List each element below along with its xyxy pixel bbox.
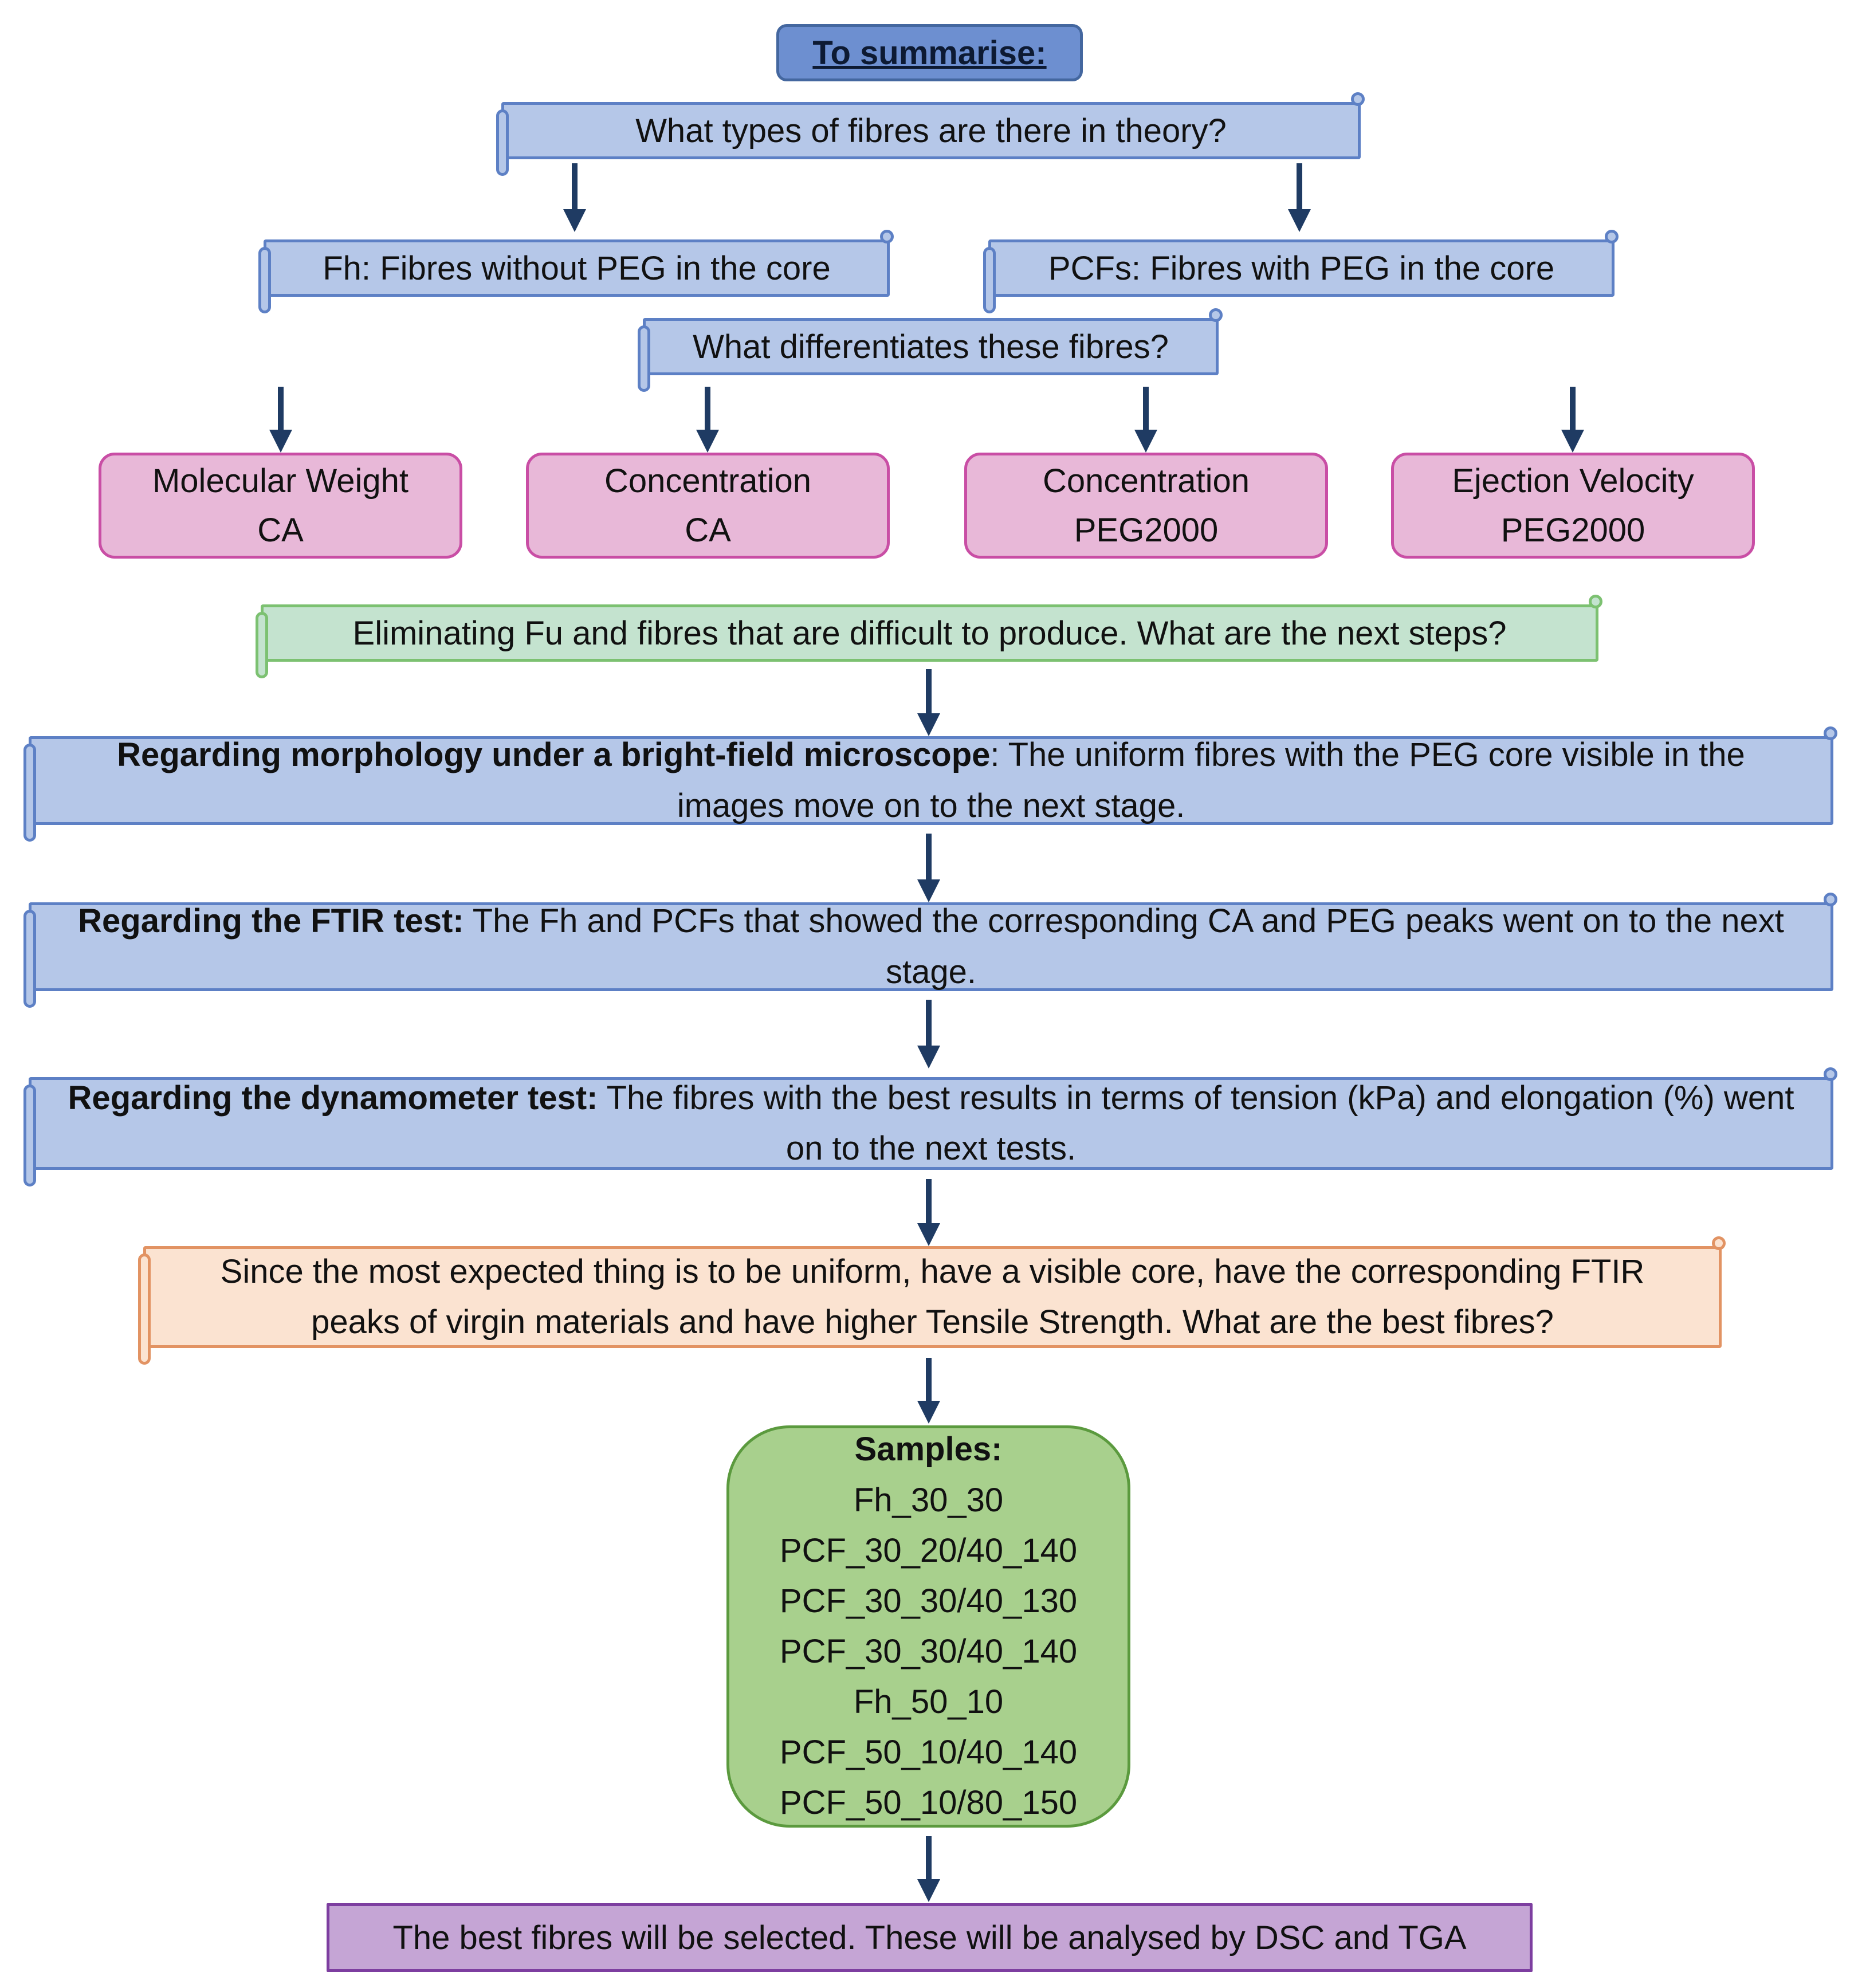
scroll-curl-left bbox=[496, 109, 509, 176]
scroll-curl-left bbox=[983, 247, 996, 313]
final-box: The best fibres will be selected. These … bbox=[327, 1903, 1533, 1972]
ftir-rest: The Fh and PCFs that showed the correspo… bbox=[463, 902, 1784, 991]
morphology-rest: : The uniform fibres with the PEG core v… bbox=[677, 736, 1745, 824]
sample-item: PCF_30_20/40_140 bbox=[779, 1531, 1078, 1569]
scroll-curl-left bbox=[138, 1254, 151, 1365]
ftir-scroll: Regarding the FTIR test: The Fh and PCFs… bbox=[23, 893, 1837, 1008]
factor-line1: Concentration bbox=[1042, 462, 1250, 500]
question-diff-scroll: What differentiates these fibres? bbox=[638, 308, 1223, 392]
sample-item: PCF_50_10/80_150 bbox=[779, 1784, 1078, 1822]
factor-molecular-weight: Molecular Weight CA bbox=[99, 453, 462, 559]
pcf-text: PCFs: Fibres with PEG in the core bbox=[1048, 249, 1555, 287]
scroll-curl-right bbox=[1824, 1067, 1837, 1081]
sample-item: Fh_50_10 bbox=[853, 1683, 1004, 1721]
samples-box: Samples: Fh_30_30 PCF_30_20/40_140 PCF_3… bbox=[726, 1425, 1130, 1828]
scroll-curl-right bbox=[1589, 595, 1602, 608]
sample-item: PCF_30_30/40_130 bbox=[779, 1582, 1078, 1620]
fh-text: Fh: Fibres without PEG in the core bbox=[323, 249, 831, 287]
scroll-curl-right bbox=[880, 230, 894, 243]
samples-heading: Samples: bbox=[854, 1431, 1003, 1468]
scroll-curl-right bbox=[1605, 230, 1619, 243]
factor-line1: Ejection Velocity bbox=[1452, 462, 1694, 500]
expectation-scroll: Since the most expected thing is to be u… bbox=[138, 1236, 1726, 1365]
eliminating-scroll: Eliminating Fu and fibres that are diffi… bbox=[256, 595, 1602, 678]
dynamometer-text: Regarding the dynamometer test: The fibr… bbox=[32, 1073, 1830, 1174]
question-types-scroll: What types of fibres are there in theory… bbox=[496, 92, 1365, 176]
question-diff-text: What differentiates these fibres? bbox=[693, 328, 1169, 366]
factor-line2: CA bbox=[685, 511, 731, 549]
scroll-curl-right bbox=[1712, 1236, 1726, 1250]
factor-line1: Molecular Weight bbox=[152, 462, 408, 500]
summary-title-text: To summarise: bbox=[812, 34, 1047, 72]
scroll-curl-left bbox=[23, 744, 36, 842]
expectation-text: Since the most expected thing is to be u… bbox=[220, 1252, 1645, 1341]
scroll-curl-left bbox=[638, 325, 650, 392]
factor-line2: PEG2000 bbox=[1500, 511, 1645, 549]
scroll-curl-left bbox=[23, 910, 36, 1008]
factor-ejection-velocity: Ejection Velocity PEG2000 bbox=[1391, 453, 1755, 559]
question-types-text: What types of fibres are there in theory… bbox=[635, 112, 1227, 150]
scroll-curl-right bbox=[1209, 308, 1223, 322]
scroll-curl-left bbox=[23, 1085, 36, 1186]
morphology-scroll: Regarding morphology under a bright-fiel… bbox=[23, 726, 1837, 842]
summary-title: To summarise: bbox=[776, 24, 1083, 81]
dynamometer-bold: Regarding the dynamometer test: bbox=[68, 1079, 598, 1117]
ftir-text: Regarding the FTIR test: The Fh and PCFs… bbox=[32, 896, 1830, 997]
factor-concentration-ca: Concentration CA bbox=[526, 453, 890, 559]
dynamometer-scroll: Regarding the dynamometer test: The fibr… bbox=[23, 1067, 1837, 1186]
fh-scroll: Fh: Fibres without PEG in the core bbox=[258, 230, 894, 313]
morphology-bold: Regarding morphology under a bright-fiel… bbox=[117, 736, 991, 774]
factor-line2: PEG2000 bbox=[1074, 511, 1219, 549]
scroll-curl-right bbox=[1824, 726, 1837, 740]
sample-item: Fh_30_30 bbox=[853, 1481, 1004, 1519]
eliminating-text: Eliminating Fu and fibres that are diffi… bbox=[352, 614, 1507, 652]
factor-line1: Concentration bbox=[604, 462, 812, 500]
factor-line2: CA bbox=[257, 511, 304, 549]
morphology-text: Regarding morphology under a bright-fiel… bbox=[32, 730, 1830, 831]
scroll-curl-right bbox=[1351, 92, 1365, 106]
ftir-bold: Regarding the FTIR test: bbox=[78, 902, 464, 940]
dynamometer-rest: The fibres with the best results in term… bbox=[598, 1079, 1794, 1167]
scroll-curl-left bbox=[258, 247, 271, 313]
sample-item: PCF_30_30/40_140 bbox=[779, 1633, 1078, 1670]
factor-concentration-peg: Concentration PEG2000 bbox=[964, 453, 1328, 559]
pcf-scroll: PCFs: Fibres with PEG in the core bbox=[983, 230, 1619, 313]
scroll-curl-right bbox=[1824, 893, 1837, 906]
scroll-curl-left bbox=[256, 612, 268, 678]
final-text: The best fibres will be selected. These … bbox=[392, 1919, 1467, 1956]
sample-item: PCF_50_10/40_140 bbox=[779, 1734, 1078, 1771]
